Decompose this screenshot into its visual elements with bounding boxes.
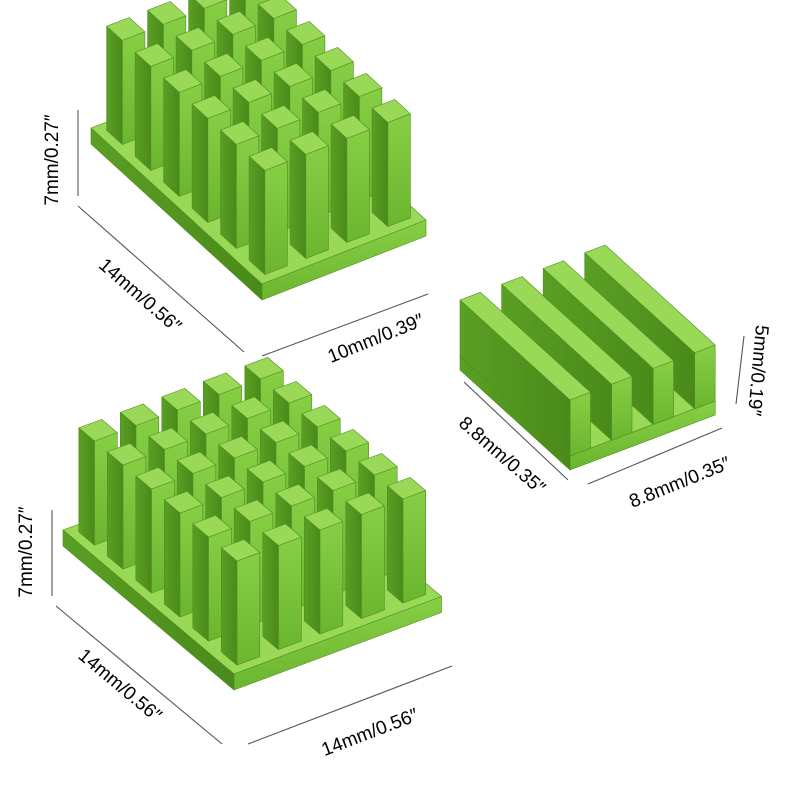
width-dim-line (247, 665, 453, 745)
pin-fin-front (387, 113, 411, 227)
pin-fin-front (346, 129, 370, 243)
small-heatsink (459, 244, 716, 471)
pin-fin-side (135, 475, 152, 594)
width-label: 10mm/0.39″ (325, 310, 427, 368)
pin-fin-side (221, 547, 238, 666)
height-dim-line (735, 335, 745, 405)
fin-front (611, 376, 633, 441)
pin-fin-side (192, 523, 209, 642)
pin-fin-side (78, 427, 95, 546)
fin-side (459, 299, 571, 457)
depth-dim-line (55, 605, 223, 745)
depth-dim-line (77, 205, 245, 353)
pin-fin-front (278, 536, 302, 650)
pin-fin-side (220, 129, 237, 249)
pin-fin-side (134, 51, 152, 171)
base-plate-side (62, 529, 235, 691)
depth-label: 14mm/0.56″ (94, 255, 185, 338)
pin-fin-front (402, 490, 427, 604)
pin-fin-side (289, 140, 307, 259)
pin-fin-front (305, 145, 329, 259)
pin-fin-side (163, 77, 180, 197)
fin-front (652, 360, 674, 425)
height-label: 5mm/0.19″ (743, 324, 772, 417)
pin-fin-side (330, 123, 348, 243)
width-dim-line (587, 427, 723, 485)
height-label: 7mm/0.27″ (42, 114, 63, 205)
width-label: 14mm/0.56″ (319, 705, 422, 761)
pin-fin-side (262, 532, 279, 650)
fin-front (569, 391, 591, 457)
depth-dim-line (463, 381, 569, 481)
pin-fin-side (164, 499, 181, 618)
fin-front (694, 344, 716, 410)
pin-fin-front (264, 161, 288, 275)
pin-fin-side (345, 501, 362, 619)
pin-fin-front (236, 552, 261, 666)
pin-fin-side (106, 25, 123, 145)
base-plate-side (90, 127, 263, 301)
pin-fin-side (386, 485, 404, 604)
pin-fin-front (361, 505, 385, 619)
pin-fin-side (371, 108, 389, 227)
large-heatsink-top (90, 0, 427, 301)
width-label: 8.8mm/0.35″ (626, 453, 733, 513)
pin-fin-side (191, 103, 209, 223)
pin-fin-side (248, 156, 266, 275)
pin-fin-front (319, 521, 344, 635)
pin-fin-side (303, 516, 321, 635)
pin-fin-side (107, 451, 124, 570)
large-heatsink-bottom (62, 357, 442, 691)
width-dim-line (261, 293, 429, 357)
height-label: 7mm/0.27″ (16, 506, 37, 597)
